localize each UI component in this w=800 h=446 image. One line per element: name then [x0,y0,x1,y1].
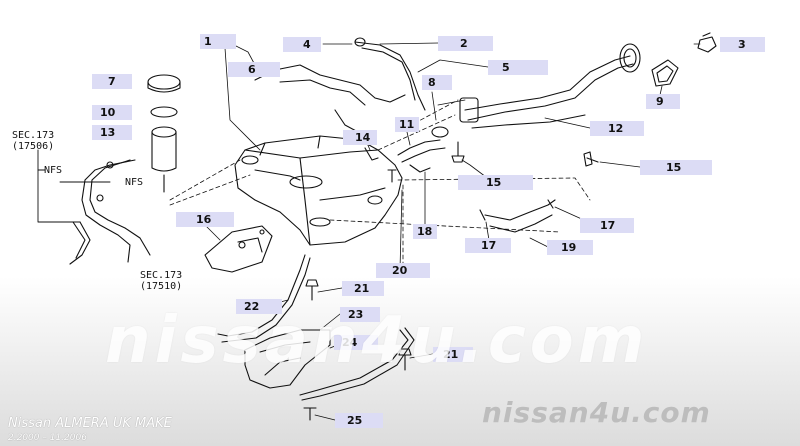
heat-shield [204,225,273,273]
callout-15-right: 15 [640,160,712,175]
callout-17-right: 17 [580,218,634,233]
bolts [303,141,599,421]
section-ref-top-line2: (17506) [12,141,55,152]
callout-10: 10 [92,105,132,120]
callout-4: 4 [283,37,321,52]
callout-2: 2 [438,36,493,51]
callout-24: 24 [334,335,378,350]
tank-protector [244,329,331,389]
nfs-label-2: NFS [125,177,144,188]
callout-23: 23 [340,307,380,322]
callout-14: 14 [343,130,377,145]
fuel-feed-lines [69,159,151,265]
callout-1: 1 [200,34,236,49]
production-dates: 2.2000 – 11.2006 [8,433,87,443]
nfs-brackets [37,149,111,223]
filler-gasket [651,59,679,87]
callout-18: 18 [413,224,437,239]
callout-8: 8 [422,75,452,90]
callout-19: 19 [547,240,593,255]
section-ref-bottom-line1: SEC.173 [140,270,183,281]
tank-straps [217,254,415,401]
fuel-sender-unit [147,74,181,193]
callout-15-center: 15 [458,175,533,190]
callout-11: 11 [395,117,419,132]
callout-3: 3 [720,37,765,52]
nfs-label-1: NFS [44,165,63,176]
filler-tube [459,43,641,129]
section-ref-bottom-line2: (17510) [140,281,183,292]
vent-tube [254,64,406,133]
callout-9: 9 [646,94,680,109]
filler-cap [697,32,717,53]
section-ref-top: SEC.173 (17506) [12,130,54,152]
callout-25: 25 [335,413,383,428]
callout-13: 13 [92,125,132,140]
fuel-tank [234,135,403,246]
reference-lines [169,99,591,266]
callout-6: 6 [228,62,280,77]
callout-20: 20 [376,263,430,278]
callout-17-left: 17 [465,238,511,253]
callout-5: 5 [488,60,548,75]
hose-clips [364,126,449,173]
callout-7: 7 [92,74,132,89]
callout-21-top: 21 [342,281,384,296]
watermark-corner: nissan4u.com [482,396,711,429]
callout-16: 16 [176,212,234,227]
watermark-main: nissan4u.com [105,304,649,378]
section-ref-bottom: SEC.173 (17510) [140,270,182,292]
breather-tube [479,199,556,233]
callout-22: 22 [236,299,282,314]
section-ref-top-line1: SEC.173 [12,130,55,141]
callout-12: 12 [590,121,644,136]
model-name: Nissan ALMERA UK MAKE [8,416,172,431]
breather-hose [354,37,426,111]
callout-21-bottom: 21 [433,347,473,362]
